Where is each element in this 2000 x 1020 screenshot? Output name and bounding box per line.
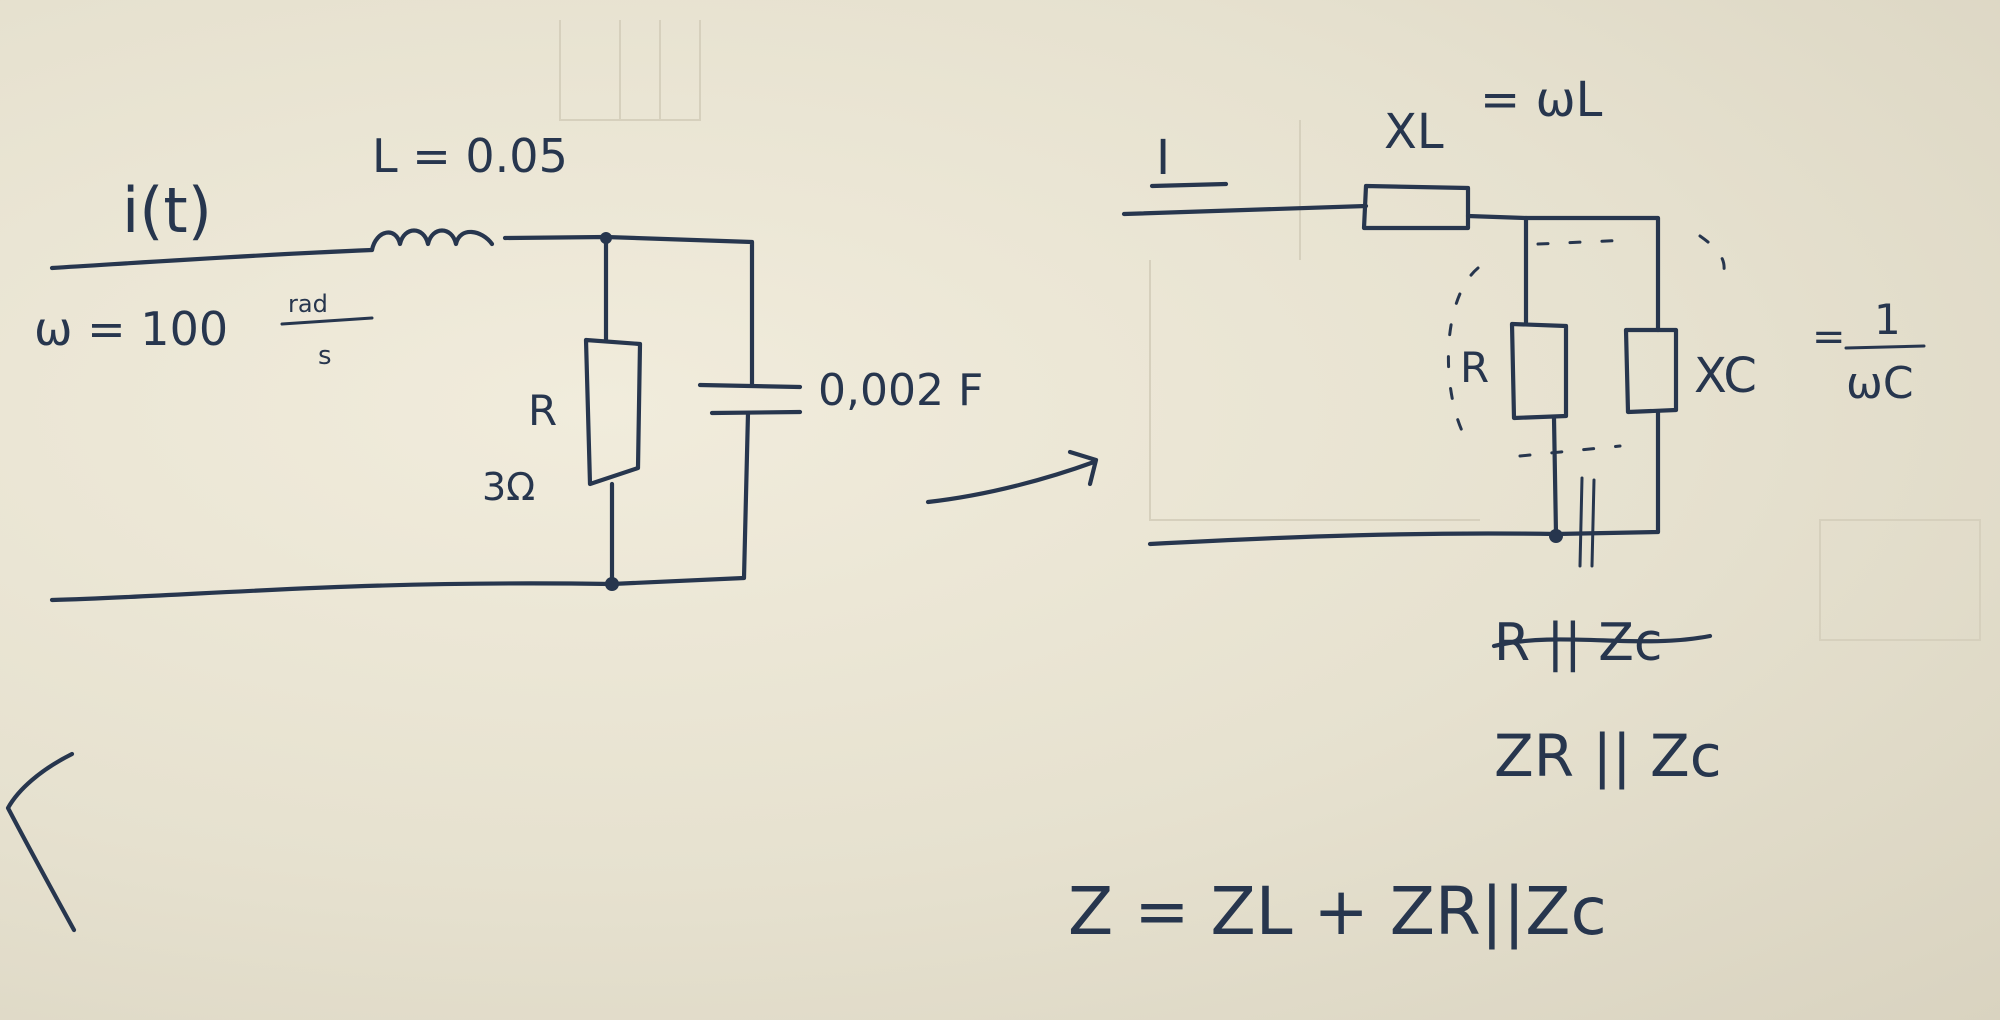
inductance-label: L = 0.05 [372, 129, 568, 183]
grouping-dashes [1446, 234, 1726, 458]
r-label-right: R [1460, 343, 1489, 392]
paper-grid [559, 20, 1981, 641]
resistor-label-left: R [528, 386, 557, 435]
xl-label: XL [1384, 104, 1444, 160]
left-bottom-node [605, 577, 619, 591]
right-top-wire [1121, 203, 1369, 217]
left-top-wire-2 [502, 234, 755, 388]
transform-arrow [925, 449, 1099, 505]
xl-formula: = ωL [1480, 72, 1603, 128]
current-underline [1149, 181, 1229, 189]
left-top-wire [49, 247, 375, 271]
right-circuit [1121, 181, 1726, 568]
left-bottom-wire [49, 581, 615, 603]
parallel-marks [1578, 476, 1596, 568]
right-bottom-node [1549, 529, 1563, 543]
r-impedance-box [1509, 321, 1569, 421]
r-branch-bottom [1551, 415, 1559, 537]
omega-unit-numerator: rad [288, 290, 328, 318]
current-label-right: I [1156, 130, 1170, 186]
total-impedance: Z = ZL + ZR||Zc [1068, 873, 1607, 950]
crossed-out-note: R || Zc [1491, 613, 1713, 673]
equals-sign-xc: = [1812, 314, 1846, 360]
left-circuit [49, 228, 803, 603]
capacitor-symbol [697, 382, 803, 416]
inductor-symbol [369, 228, 495, 253]
resistor-symbol [583, 337, 643, 487]
resistor-value: 3Ω [482, 465, 535, 509]
capacitor-lead [609, 410, 751, 587]
current-label-left: i(t) [122, 174, 212, 247]
strike-through [1491, 633, 1713, 649]
xc-label: XC [1694, 348, 1757, 404]
capacitor-label: 0,002 F [818, 365, 983, 416]
xc-impedance-box [1623, 327, 1679, 415]
omega-label: ω = 100 [34, 302, 228, 356]
left-top-node [600, 232, 612, 244]
parallel-expression: ZR || Zc [1494, 722, 1722, 790]
stray-pen-stroke [5, 751, 77, 933]
xc-branch-bottom [1553, 409, 1661, 537]
omega-fraction-bar [280, 316, 374, 326]
xc-denominator: ωC [1846, 358, 1914, 409]
xc-numerator: 1 [1874, 295, 1901, 344]
right-bottom-wire [1147, 531, 1559, 547]
omega-unit-denominator: s [318, 341, 332, 371]
right-top-wire-2 [1465, 213, 1661, 333]
xc-fraction-bar [1844, 344, 1926, 350]
xl-impedance-box [1361, 183, 1471, 231]
